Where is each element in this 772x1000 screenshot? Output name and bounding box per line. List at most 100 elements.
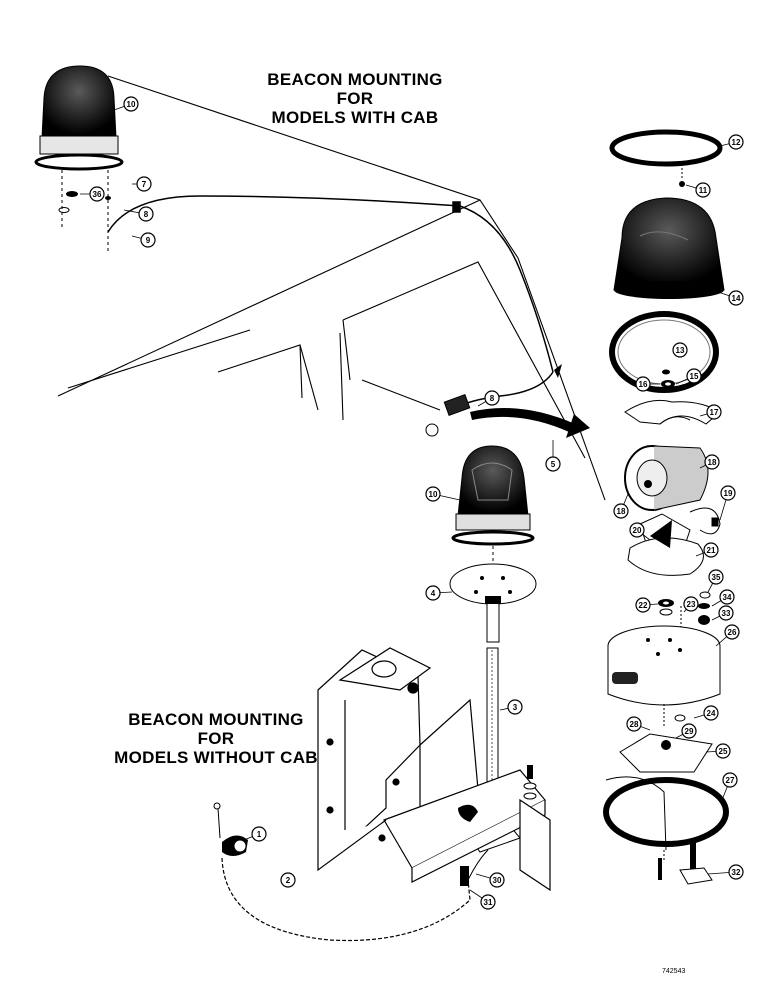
- callout-33: 33: [711, 605, 734, 621]
- callout-7: 7: [132, 176, 152, 192]
- callout-5: 5: [545, 440, 561, 472]
- callout-label: 10: [127, 100, 136, 109]
- callout-label: 23: [687, 600, 696, 609]
- callout-label: 9: [146, 236, 151, 245]
- callout-label: 15: [690, 372, 699, 381]
- callout-circle: [683, 596, 699, 612]
- callout-22: 22: [635, 597, 659, 613]
- callout-circle: [480, 894, 496, 910]
- hold-down-bolt: [679, 840, 713, 885]
- mounting-plate: [619, 704, 713, 773]
- cab-outline: [57, 75, 606, 501]
- callout-label: 1: [257, 830, 262, 839]
- callout-label: 28: [630, 720, 639, 729]
- callout-11: 11: [685, 182, 711, 198]
- reflector-shield: [624, 399, 721, 425]
- callout-label: 27: [726, 776, 735, 785]
- dome-lens: [613, 197, 725, 299]
- callout-13: 13: [672, 342, 688, 358]
- callout-circle: [123, 96, 139, 112]
- callout-circle: [706, 404, 722, 420]
- bolts-bracket: [458, 765, 537, 822]
- callout-circle: [484, 390, 500, 406]
- title-cab: BEACON MOUNTING FOR MODELS WITH CAB: [250, 70, 460, 127]
- callout-circle: [703, 705, 719, 721]
- callout-circle: [425, 585, 441, 601]
- callout-18: 18: [699, 454, 720, 470]
- callout-label: 8: [490, 394, 495, 403]
- callout-8: 8: [477, 390, 500, 407]
- title-no-cab-line-3: MODELS WITHOUT CAB: [114, 748, 318, 767]
- callout-label: 19: [724, 489, 733, 498]
- callout-circle: [626, 716, 642, 732]
- callout-label: 20: [633, 526, 642, 535]
- callout-circle: [728, 864, 744, 880]
- callout-28: 28: [626, 716, 651, 732]
- callout-19: 19: [719, 485, 736, 521]
- callout-label: 16: [639, 380, 648, 389]
- callout-circle: [724, 624, 740, 640]
- callout-34: 34: [711, 589, 735, 607]
- lamp-reflector: [624, 445, 709, 511]
- callout-27: 27: [721, 772, 738, 801]
- mounting-bracket: [317, 647, 551, 892]
- callout-label: 32: [732, 868, 741, 877]
- callout-31: 31: [469, 889, 496, 910]
- callout-circle: [704, 454, 720, 470]
- callout-label: 21: [707, 546, 716, 555]
- title-no-cab: BEACON MOUNTING FOR MODELS WITHOUT CAB: [96, 710, 336, 767]
- callout-label: 4: [431, 589, 436, 598]
- callout-14: 14: [717, 290, 744, 306]
- callout-label: 7: [142, 180, 147, 189]
- lens-ring: [609, 129, 723, 187]
- callout-15: 15: [675, 368, 702, 385]
- callout-12: 12: [719, 134, 744, 150]
- callout-10: 10: [113, 96, 139, 112]
- callout-circle: [489, 872, 505, 888]
- callout-29: 29: [675, 723, 697, 739]
- callout-circle: [686, 368, 702, 384]
- retainer-nuts: [661, 369, 675, 388]
- beacon-cable-cab: [107, 195, 554, 373]
- beacon-cab: [34, 65, 124, 252]
- callout-circle: [672, 342, 688, 358]
- callout-circle: [629, 522, 645, 538]
- connector-assembly: [425, 364, 590, 438]
- callout-1: 1: [243, 826, 267, 842]
- callout-label: 10: [429, 490, 438, 499]
- callout-circle: [89, 186, 105, 202]
- callout-circle: [715, 743, 731, 759]
- callout-36: 36: [80, 186, 105, 202]
- callout-label: 5: [551, 460, 556, 469]
- callout-label: 31: [484, 898, 493, 907]
- motor-bracket: [627, 513, 704, 576]
- callout-circle: [708, 569, 724, 585]
- callout-24: 24: [693, 705, 719, 721]
- callout-label: 3: [513, 703, 518, 712]
- callout-30: 30: [475, 872, 505, 888]
- callout-label: 17: [710, 408, 719, 417]
- fasteners-base: [658, 591, 711, 640]
- callout-label: 11: [699, 186, 708, 195]
- callout-circle: [613, 503, 629, 519]
- callout-label: 29: [685, 727, 694, 736]
- callout-circle: [280, 872, 296, 888]
- callout-circle: [720, 485, 736, 501]
- callout-label: 24: [707, 709, 716, 718]
- callout-32: 32: [707, 864, 744, 880]
- switch-harness: [213, 802, 489, 942]
- callout-label: 14: [732, 294, 741, 303]
- title-cab-line-2: FOR: [336, 89, 374, 108]
- callout-18: 18: [613, 493, 629, 519]
- lamp-wire: [689, 507, 721, 535]
- magnet-ring: [603, 776, 729, 880]
- callout-circle: [138, 206, 154, 222]
- callout-circle: [635, 376, 651, 392]
- callout-group: 1073689121114131615817510181819202143534…: [80, 96, 744, 910]
- callout-17: 17: [699, 404, 722, 420]
- callout-circle: [140, 232, 156, 248]
- callout-label: 35: [712, 573, 721, 582]
- callout-circle: [251, 826, 267, 842]
- callout-label: 13: [676, 346, 685, 355]
